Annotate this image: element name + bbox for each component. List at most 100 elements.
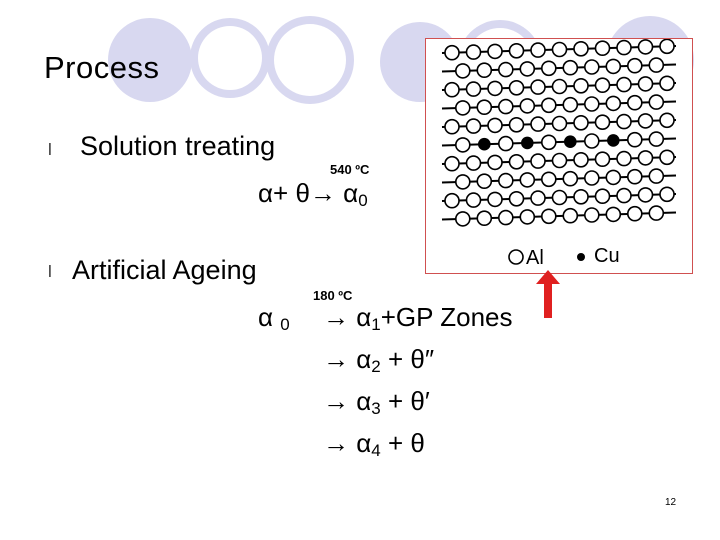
- legend-cu-marker: [577, 253, 585, 261]
- al-atom: [445, 46, 459, 60]
- al-atom: [574, 42, 588, 56]
- al-atom: [563, 61, 577, 75]
- al-atom: [574, 190, 588, 204]
- al-atom: [488, 81, 502, 95]
- al-atom: [596, 78, 610, 92]
- al-atom: [467, 156, 481, 170]
- page-number: 12: [665, 497, 676, 508]
- al-atom: [553, 154, 567, 168]
- al-atom: [606, 96, 620, 110]
- al-atom: [520, 173, 534, 187]
- al-atom: [596, 41, 610, 55]
- al-atom: [445, 83, 459, 97]
- cu-atom: [479, 139, 490, 150]
- solution-treating-label: Solution treating: [80, 131, 275, 162]
- solution-temperature: 540 ºC: [330, 162, 369, 177]
- al-atom: [617, 115, 631, 129]
- al-atom: [445, 120, 459, 134]
- al-atom: [488, 44, 502, 58]
- al-atom: [467, 82, 481, 96]
- al-atom: [606, 59, 620, 73]
- al-atom: [488, 192, 502, 206]
- al-atom: [563, 98, 577, 112]
- al-atom: [531, 80, 545, 94]
- al-atom: [596, 189, 610, 203]
- al-atom: [585, 134, 599, 148]
- al-atom: [649, 95, 663, 109]
- al-atom: [456, 212, 470, 226]
- al-atom: [596, 115, 610, 129]
- al-atom: [628, 96, 642, 110]
- solution-reaction: α+ θ→ α0: [258, 178, 368, 211]
- ageing-step: → α3 + θ′: [323, 386, 430, 419]
- al-atom: [553, 43, 567, 57]
- al-atom: [499, 211, 513, 225]
- al-atom: [531, 191, 545, 205]
- al-atom: [617, 189, 631, 203]
- al-atom: [660, 39, 674, 53]
- cu-atom: [522, 137, 533, 148]
- al-atom: [585, 171, 599, 185]
- al-atom: [542, 135, 556, 149]
- al-atom: [542, 209, 556, 223]
- al-atom: [617, 78, 631, 92]
- al-atom: [639, 188, 653, 202]
- al-atom: [649, 58, 663, 72]
- al-atom: [617, 41, 631, 55]
- al-atom: [563, 172, 577, 186]
- atomic-lattice-figure: Al Cu: [425, 38, 693, 274]
- al-atom: [456, 64, 470, 78]
- ageing-step: → α1+GP Zones: [323, 302, 513, 335]
- al-atom: [510, 155, 524, 169]
- al-atom: [488, 118, 502, 132]
- ageing-step: → α4 + θ: [323, 428, 425, 461]
- al-atom: [542, 172, 556, 186]
- legend-al-marker: [509, 250, 523, 264]
- al-atom: [477, 63, 491, 77]
- al-atom: [499, 100, 513, 114]
- al-atom: [639, 151, 653, 165]
- al-atom: [574, 153, 588, 167]
- al-atom: [520, 210, 534, 224]
- al-atom: [467, 45, 481, 59]
- al-atom: [649, 132, 663, 146]
- al-atom: [445, 194, 459, 208]
- al-atom: [542, 98, 556, 112]
- al-atom: [510, 44, 524, 58]
- bullet-marker: l: [48, 140, 52, 160]
- al-atom: [660, 187, 674, 201]
- al-atom: [488, 155, 502, 169]
- al-atom: [510, 192, 524, 206]
- al-atom: [585, 97, 599, 111]
- al-atom: [499, 174, 513, 188]
- artificial-ageing-label: Artificial Ageing: [72, 255, 257, 286]
- al-atom: [456, 138, 470, 152]
- al-atom: [531, 117, 545, 131]
- al-atom: [606, 207, 620, 221]
- al-atom: [445, 157, 459, 171]
- ageing-start-phase: α 0: [258, 302, 290, 335]
- al-atom: [660, 150, 674, 164]
- al-atom: [606, 170, 620, 184]
- al-atom: [639, 77, 653, 91]
- al-atom: [510, 81, 524, 95]
- al-atom: [499, 137, 513, 151]
- al-atom: [660, 76, 674, 90]
- ageing-step: → α2 + θ″: [323, 344, 434, 377]
- al-atom: [596, 152, 610, 166]
- lattice-diagram: Al Cu: [426, 39, 692, 273]
- al-atom: [639, 40, 653, 54]
- al-atom: [563, 209, 577, 223]
- al-atom: [510, 118, 524, 132]
- al-atom: [617, 152, 631, 166]
- al-atom: [531, 154, 545, 168]
- cu-atom: [608, 135, 619, 146]
- al-atom: [467, 193, 481, 207]
- al-atom: [553, 191, 567, 205]
- legend-cu-label: Cu: [594, 245, 620, 267]
- al-atom: [456, 101, 470, 115]
- al-atom: [574, 116, 588, 130]
- al-atom: [542, 61, 556, 75]
- al-atom: [585, 60, 599, 74]
- al-atom: [585, 208, 599, 222]
